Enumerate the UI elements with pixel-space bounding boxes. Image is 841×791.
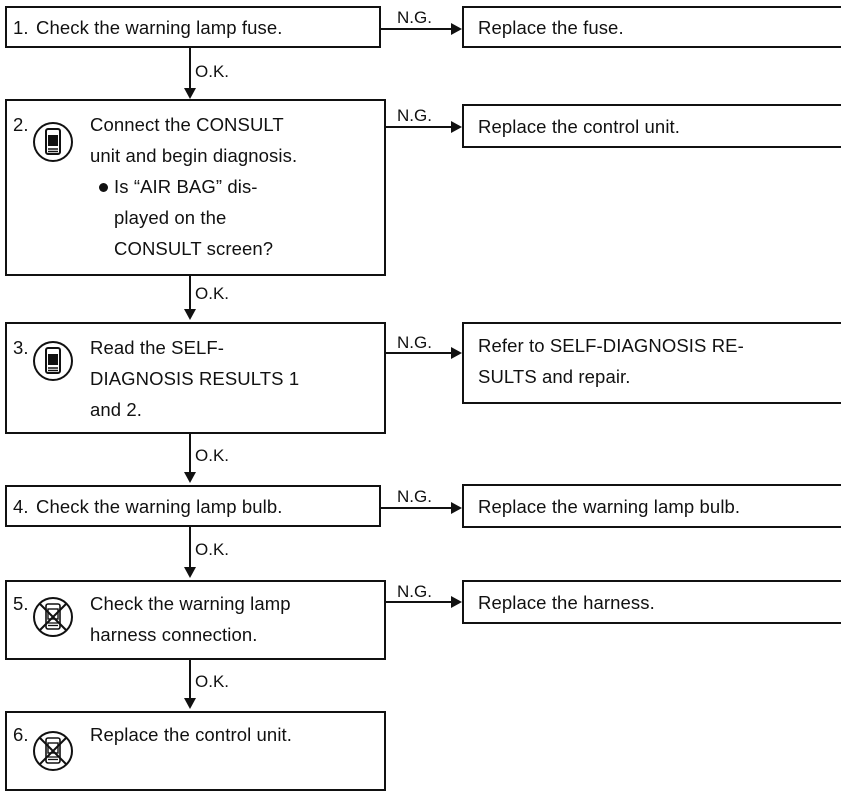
step-1-number: 1. xyxy=(13,17,29,38)
step-5-box: 5. Check the warning lamp harness connec… xyxy=(5,580,386,660)
step-5-ng-action-box: Replace the harness. xyxy=(462,580,841,624)
step-2-ng-label: N.G. xyxy=(397,106,432,125)
step-2-box: 2. Connect the CONSULT unit and begin di… xyxy=(5,99,386,276)
step-5-ng-action: Replace the harness. xyxy=(478,592,655,613)
step-3-line-2: DIAGNOSIS RESULTS 1 xyxy=(90,368,300,389)
bullet-icon xyxy=(99,183,108,192)
no-consult-icon xyxy=(33,597,73,637)
step-4-ok-line xyxy=(189,527,191,567)
step-4-ng-label: N.G. xyxy=(397,487,432,506)
step-2-bullet-line-2: played on the xyxy=(114,207,227,228)
step-1-box: 1. Check the warning lamp fuse. xyxy=(5,6,381,48)
step-5-number: 5. xyxy=(13,593,29,614)
step-5-ok-label: O.K. xyxy=(195,672,230,691)
step-4-ok-arrowhead xyxy=(184,567,196,578)
step-2-ng-action-box: Replace the control unit. xyxy=(462,104,841,148)
step-4-ng-arrow-line xyxy=(381,507,451,509)
step-2-ok-label: O.K. xyxy=(195,284,230,303)
step-4-number: 4. xyxy=(13,496,29,517)
step-2-ng-arrowhead xyxy=(451,121,462,133)
step-2-ok-arrowhead xyxy=(184,309,196,320)
step-1-ok-label: O.K. xyxy=(195,62,230,81)
step-3-ng-label: N.G. xyxy=(397,333,432,352)
step-5-line-2: harness connection. xyxy=(90,624,258,645)
step-4-ng-action-box: Replace the warning lamp bulb. xyxy=(462,484,841,528)
no-consult-icon xyxy=(33,731,73,771)
step-2-ng-action: Replace the control unit. xyxy=(478,116,681,137)
consult-icon xyxy=(33,122,73,162)
step-5-ng-arrow-line xyxy=(386,601,451,603)
step-2-bullet-line-3: CONSULT screen? xyxy=(114,238,274,259)
consult-icon xyxy=(33,341,73,381)
step-3-ng-arrow-line xyxy=(386,352,451,354)
step-1-ng-action: Replace the fuse. xyxy=(478,17,624,38)
step-3-ok-label: O.K. xyxy=(195,446,230,465)
step-1-text: Check the warning lamp fuse. xyxy=(36,17,283,38)
step-1-ok-line xyxy=(189,48,191,88)
step-3-ng-action-box: Refer to SELF-DIAGNOSIS RE- SULTS and re… xyxy=(462,322,841,404)
step-3-line-3: and 2. xyxy=(90,399,143,420)
step-3-number: 3. xyxy=(13,337,29,358)
step-5-line-1: Check the warning lamp xyxy=(90,593,291,614)
step-2-bullet-line-1: Is “AIR BAG” dis- xyxy=(99,171,258,202)
step-3-ng-action-line-2: SULTS and repair. xyxy=(478,366,631,387)
step-4-ng-action: Replace the warning lamp bulb. xyxy=(478,496,741,517)
step-5-ng-label: N.G. xyxy=(397,582,432,601)
step-3-ng-action-line-1: Refer to SELF-DIAGNOSIS RE- xyxy=(478,335,744,356)
step-2-line-2: unit and begin diagnosis. xyxy=(90,145,298,166)
step-3-box: 3. Read the SELF- DIAGNOSIS RESULTS 1 an… xyxy=(5,322,386,434)
step-1-ng-arrow-line xyxy=(381,28,451,30)
step-6-number: 6. xyxy=(13,724,29,745)
step-5-ok-arrowhead xyxy=(184,698,196,709)
step-2-line-1: Connect the CONSULT xyxy=(90,114,284,135)
step-1-ng-label: N.G. xyxy=(397,8,432,27)
step-5-ok-line xyxy=(189,660,191,698)
step-4-box: 4. Check the warning lamp bulb. xyxy=(5,485,381,527)
step-4-text: Check the warning lamp bulb. xyxy=(36,496,283,517)
step-2-ok-line xyxy=(189,276,191,309)
step-4-ok-label: O.K. xyxy=(195,540,230,559)
step-1-ng-action-box: Replace the fuse. xyxy=(462,6,841,48)
step-6-text: Replace the control unit. xyxy=(90,724,293,745)
step-2-number: 2. xyxy=(13,114,29,135)
step-4-ng-arrowhead xyxy=(451,502,462,514)
step-1-ng-arrowhead xyxy=(451,23,462,35)
step-1-ok-arrowhead xyxy=(184,88,196,99)
step-3-ng-arrowhead xyxy=(451,347,462,359)
step-3-ok-line xyxy=(189,434,191,472)
step-2-ng-arrow-line xyxy=(386,126,451,128)
step-3-line-1: Read the SELF- xyxy=(90,337,225,358)
step-5-ng-arrowhead xyxy=(451,596,462,608)
step-3-ok-arrowhead xyxy=(184,472,196,483)
